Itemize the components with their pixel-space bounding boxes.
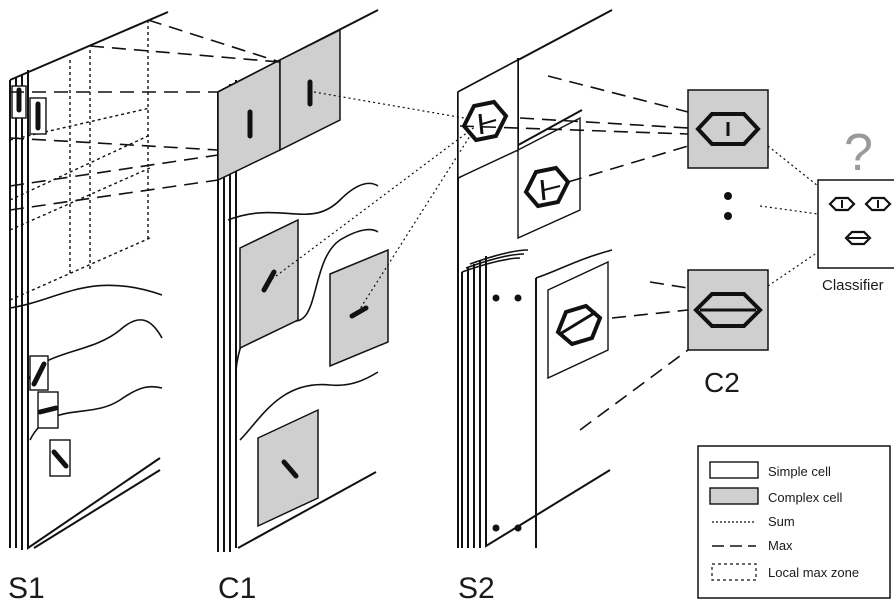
s1-simple-cells [11,85,71,477]
stage-label-s2: S2 [458,572,495,603]
s1-layer [9,11,169,550]
stage-label-s1: S1 [8,572,45,603]
s2-simple-cell [547,260,609,380]
c1-complex-cell [329,248,389,368]
classifier-box [817,179,894,269]
s2-simple-cells [457,58,609,380]
stage-label-c1: C1 [218,572,256,603]
sum-connections [267,91,819,313]
legend-max-label: Max [768,538,793,553]
legend-complex-swatch [709,487,759,505]
legend-complex-cell-label: Complex cell [768,490,843,505]
stage-label-c2: C2 [704,367,740,398]
legend: Simple cell Complex cell Sum Max Local m… [697,445,891,599]
legend-sum-label: Sum [768,514,795,529]
s2-simple-cell [517,116,581,240]
s1-local-max-zones [9,20,151,301]
max-connections [9,19,689,431]
classifier-question-mark: ? [844,124,873,182]
legend-simple-cell-label: Simple cell [768,464,831,479]
legend-local-max-zone-label: Local max zone [768,565,859,580]
legend-simple-swatch [709,461,759,479]
classifier [817,179,894,269]
s2-layer [457,9,613,548]
c1-complex-cells [217,28,389,528]
c2-complex-cells [687,89,769,351]
classifier-label: Classifier [822,277,884,294]
s2-ellipsis-dots [492,294,522,532]
